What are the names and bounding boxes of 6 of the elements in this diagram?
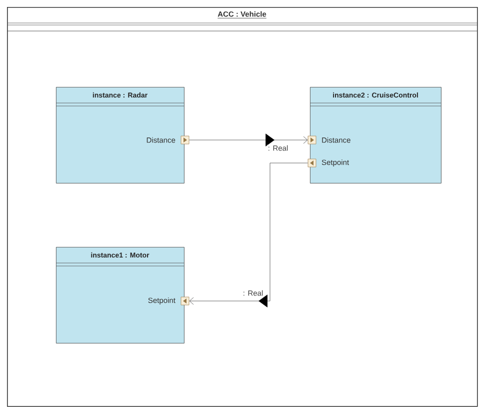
- connector-arrow: [189, 162, 308, 308]
- port-square: [180, 296, 190, 306]
- port-square: [308, 136, 316, 144]
- port-square: [180, 136, 190, 144]
- port-square: [308, 158, 316, 168]
- connector-arrow: [189, 134, 308, 146]
